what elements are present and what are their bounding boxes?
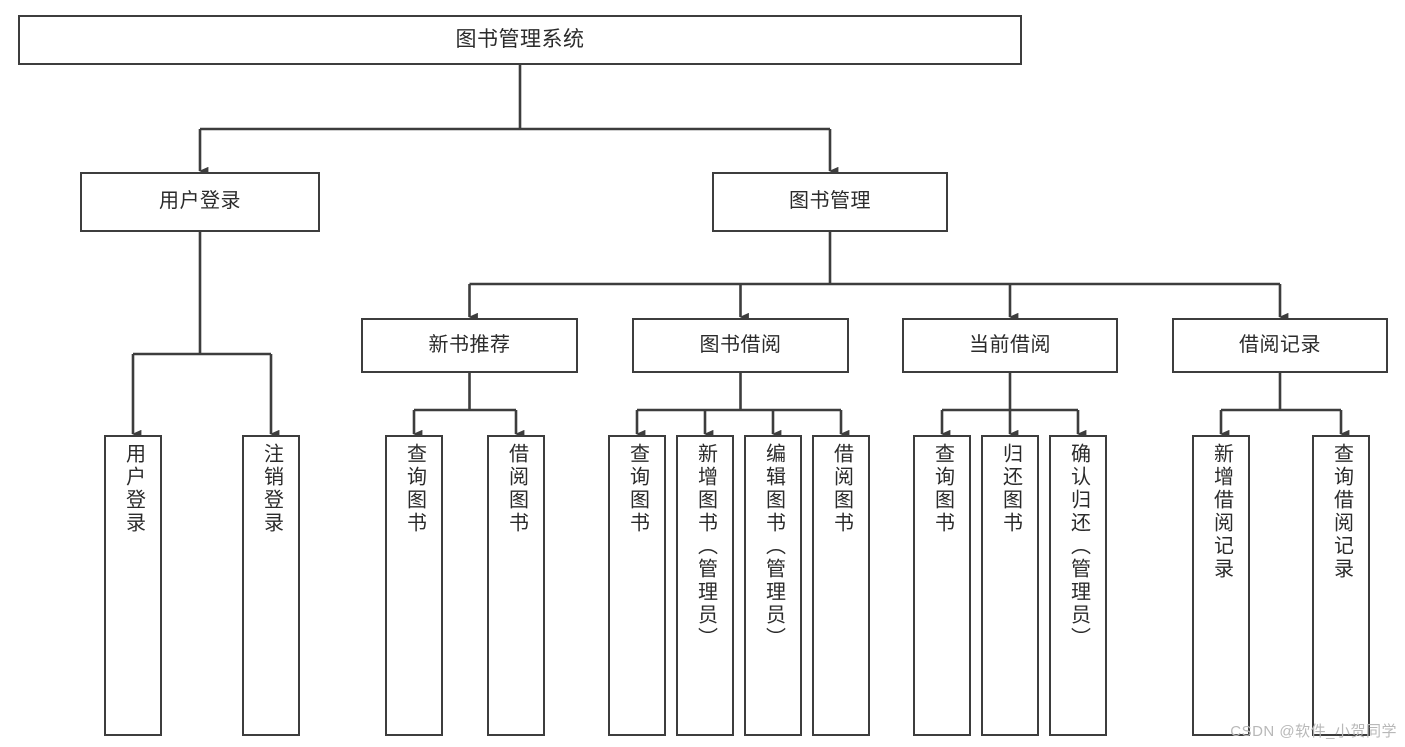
node-book-borrow-label: 图书借阅 [699,333,782,356]
node-leaf-query-book-rec[interactable]: 查询图书 [385,435,443,736]
node-leaf-query-record-label: 查询借阅记录 [1330,443,1353,581]
node-book-manage[interactable]: 图书管理 [712,172,948,232]
node-new-book-rec-label: 新书推荐 [428,333,511,356]
node-leaf-edit-book-label: 编辑图书（管理员） [762,443,785,650]
csdn-watermark: CSDN @软件_小贺同学 [1230,723,1397,740]
node-leaf-query-book-cur-label: 查询图书 [931,443,954,535]
node-leaf-borrow-book-rec[interactable]: 借阅图书 [487,435,545,736]
node-leaf-query-book-borrow[interactable]: 查询图书 [608,435,666,736]
node-current-borrow[interactable]: 当前借阅 [902,318,1118,373]
node-book-borrow[interactable]: 图书借阅 [632,318,849,373]
node-book-manage-label: 图书管理 [789,190,871,213]
node-leaf-query-book-rec-label: 查询图书 [403,443,426,535]
node-root-label: 图书管理系统 [455,27,585,51]
node-leaf-query-book-borrow-label: 查询图书 [626,443,649,535]
node-leaf-logout[interactable]: 注销登录 [242,435,300,736]
node-leaf-user-login-label: 用户登录 [122,443,145,535]
node-leaf-confirm-return[interactable]: 确认归还（管理员） [1049,435,1107,736]
node-user-login[interactable]: 用户登录 [80,172,320,232]
node-leaf-borrow-book[interactable]: 借阅图书 [812,435,870,736]
node-leaf-query-book-cur[interactable]: 查询图书 [913,435,971,736]
node-borrow-record[interactable]: 借阅记录 [1172,318,1388,373]
edge-path-group [131,65,1350,439]
node-leaf-add-book[interactable]: 新增图书（管理员） [676,435,734,736]
node-new-book-rec[interactable]: 新书推荐 [361,318,578,373]
node-leaf-add-book-label: 新增图书（管理员） [694,443,717,650]
node-leaf-logout-label: 注销登录 [260,443,283,535]
node-leaf-add-record[interactable]: 新增借阅记录 [1192,435,1250,736]
node-leaf-query-record[interactable]: 查询借阅记录 [1312,435,1370,736]
node-root[interactable]: 图书管理系统 [18,15,1022,65]
node-leaf-edit-book[interactable]: 编辑图书（管理员） [744,435,802,736]
node-leaf-add-record-label: 新增借阅记录 [1210,443,1233,581]
node-leaf-borrow-book-label: 借阅图书 [830,443,853,535]
node-leaf-return-book[interactable]: 归还图书 [981,435,1039,736]
node-leaf-user-login[interactable]: 用户登录 [104,435,162,736]
node-borrow-record-label: 借阅记录 [1239,333,1321,356]
node-leaf-confirm-return-label: 确认归还（管理员） [1067,443,1090,650]
node-user-login-label: 用户登录 [159,190,241,213]
node-current-borrow-label: 当前借阅 [969,333,1051,356]
node-leaf-return-book-label: 归还图书 [999,443,1022,535]
node-leaf-borrow-book-rec-label: 借阅图书 [505,443,528,535]
